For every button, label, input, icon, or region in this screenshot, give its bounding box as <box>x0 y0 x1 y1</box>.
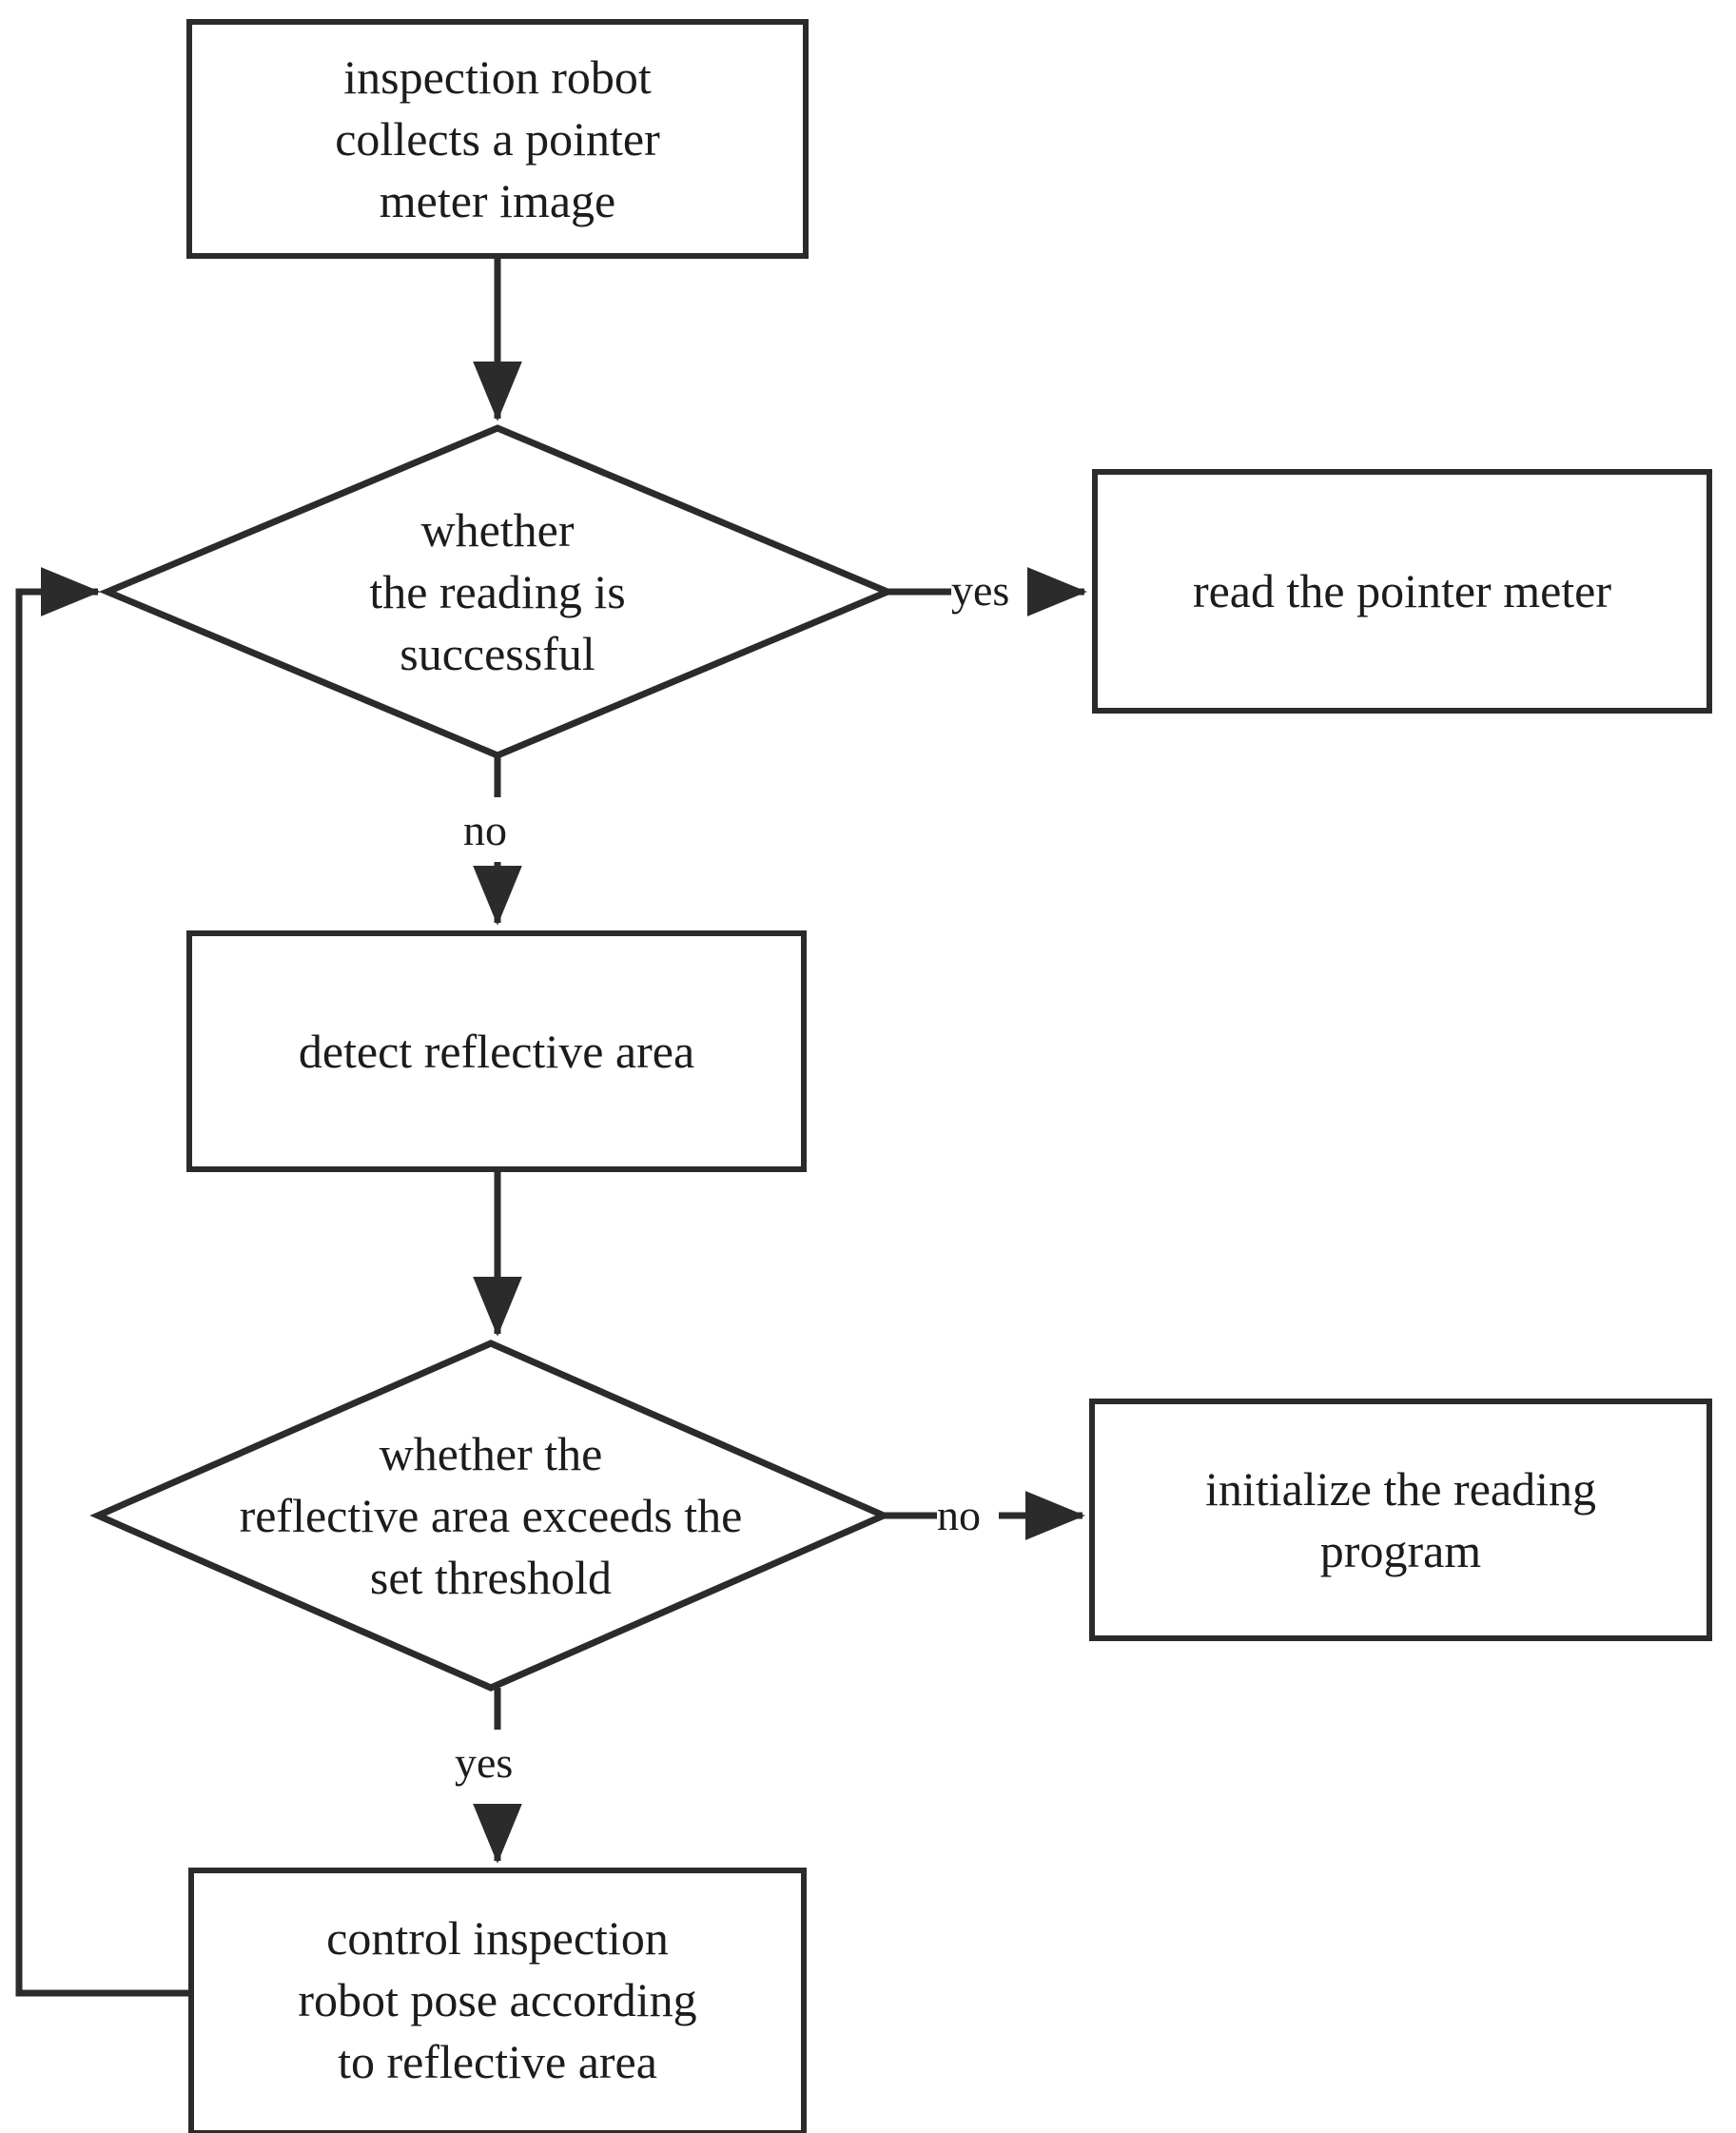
node-collect-image-shape <box>186 19 809 259</box>
edge-label-decision2-no: no <box>937 1491 981 1539</box>
edge-label-decision2-yes: yes <box>455 1738 514 1787</box>
node-read-meter-shape <box>1092 469 1712 714</box>
edge-label-decision1-no: no <box>463 806 507 854</box>
node-detect-reflective-shape <box>186 930 807 1172</box>
node-control-pose[interactable] <box>188 1868 807 2133</box>
node-collect-image[interactable] <box>186 19 809 259</box>
edge-label-decision1-yes: yes <box>951 566 1010 615</box>
node-initialize-program[interactable] <box>1089 1399 1712 1641</box>
edge-feedback-to-decision1 <box>15 567 188 1997</box>
node-initialize-program-shape <box>1089 1399 1712 1641</box>
node-reading-successful[interactable] <box>107 428 888 755</box>
node-read-meter[interactable] <box>1092 469 1712 714</box>
node-area-exceeds[interactable] <box>98 1343 884 1688</box>
node-control-pose-shape <box>188 1868 807 2133</box>
node-area-exceeds-shape <box>89 1340 892 1692</box>
node-detect-reflective[interactable] <box>186 930 807 1172</box>
